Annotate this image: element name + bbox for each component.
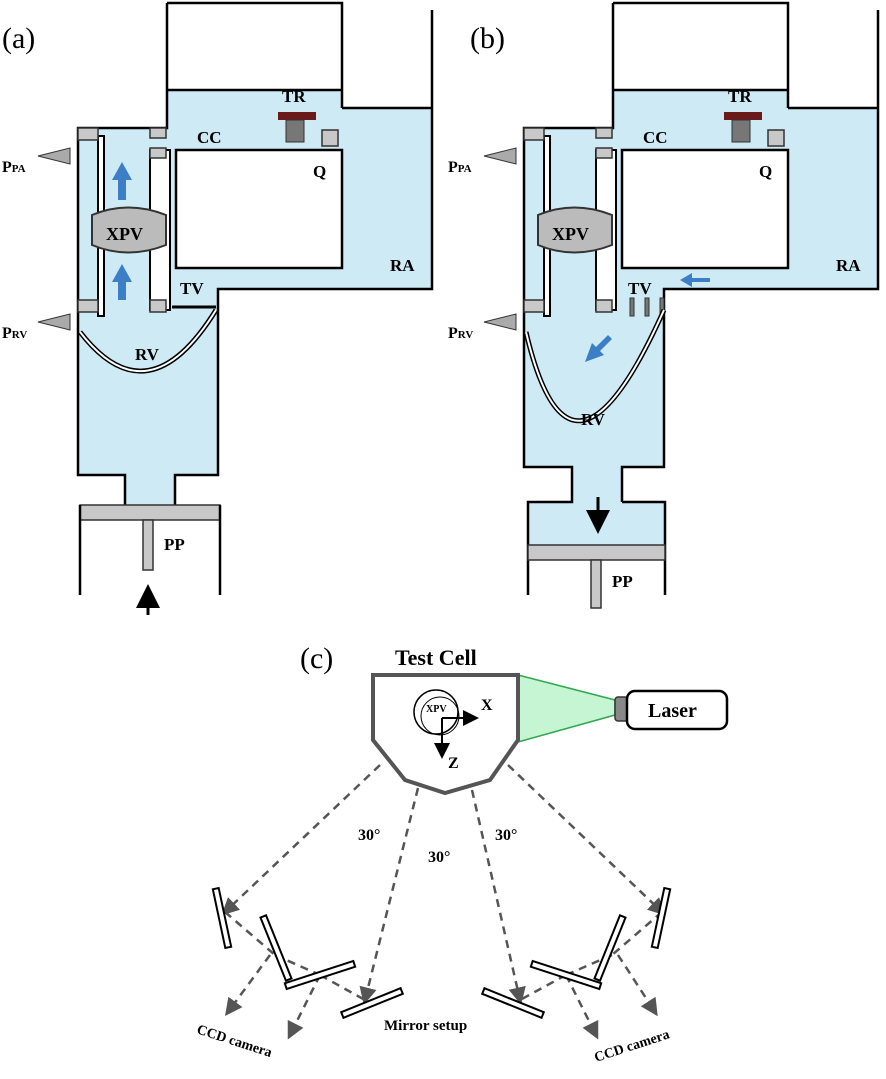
- lower-seat-a: [149, 299, 167, 313]
- label-tr-a: TR: [282, 87, 306, 106]
- flow-arrow-up-upper-a: [112, 162, 132, 200]
- q-seat-b: [767, 129, 785, 147]
- label-ppa-b: PPA: [448, 159, 472, 176]
- label-pp-a: PP: [164, 535, 185, 554]
- prv-seat-b: [523, 299, 545, 313]
- test-cell-title: Test Cell: [395, 645, 477, 670]
- label-angle-right: 30°: [495, 827, 517, 844]
- xpv-circle-outer: [413, 689, 459, 735]
- label-xpv-c: XPV: [426, 704, 447, 715]
- piston-walls-a: [78, 505, 222, 595]
- label-cc-a: CC: [197, 128, 222, 147]
- light-paths: [221, 764, 666, 1040]
- inner-block-a: [174, 148, 344, 270]
- label-q-b: Q: [759, 162, 772, 181]
- panel-a-label: (a): [2, 22, 35, 55]
- ppa-port-a: [37, 147, 71, 165]
- label-prv-b: PRV: [448, 325, 473, 342]
- label-tr-b: TR: [728, 87, 752, 106]
- flow-arrow-up-lower-a: [112, 264, 132, 300]
- mirror-left-outer: [211, 886, 233, 950]
- label-ccd-right: CCD camera: [593, 1027, 672, 1065]
- mirror-left-vertical: [259, 914, 293, 982]
- mirror-right-vertical: [593, 914, 627, 982]
- mirror-right-horizontal: [529, 959, 603, 991]
- panel-c-label: (c): [300, 642, 333, 675]
- outer-wall-b: [522, 1, 880, 595]
- mirror-left-bottom: [339, 986, 405, 1020]
- piston-plate-a: [79, 504, 221, 521]
- q-seat-a: [321, 129, 339, 147]
- label-mirror-setup: Mirror setup: [384, 1018, 467, 1034]
- label-xpv-a: XPV: [106, 224, 143, 244]
- flow-arrow-diag-b: [585, 335, 612, 362]
- label-ra-b: RA: [836, 256, 861, 275]
- xpv-valve-b: [537, 206, 613, 254]
- label-tv-b: TV: [628, 279, 652, 298]
- label-ppa-a: PPA: [2, 159, 26, 176]
- tr-knob-b: [724, 112, 762, 143]
- piston-rod-b: [590, 559, 602, 609]
- xpv-circle-inner: [420, 696, 460, 736]
- label-ccd-left: CCD camera: [195, 1023, 274, 1061]
- label-rv-b: RV: [581, 410, 606, 429]
- label-q-a: Q: [313, 162, 326, 181]
- laser-beam: [517, 674, 616, 743]
- label-laser: Laser: [648, 700, 697, 722]
- label-cc-b: CC: [643, 128, 668, 147]
- inner-block-b: [620, 148, 790, 270]
- upper-seat-a: [149, 147, 167, 159]
- tr-knob-a: [278, 112, 316, 143]
- label-axis-z: Z: [448, 755, 459, 772]
- mirror-left-horizontal: [283, 959, 357, 991]
- xpv-valve-a: [91, 206, 167, 254]
- prv-port-a: [37, 313, 71, 331]
- label-angle-left: 30°: [358, 827, 380, 844]
- lower-seat-b: [595, 299, 613, 313]
- ppa-seat-a: [77, 127, 99, 141]
- cc-seat-a: [149, 127, 167, 139]
- label-rv-a: RV: [135, 345, 160, 364]
- laser-box: [625, 689, 729, 731]
- prv-port-b: [483, 313, 517, 331]
- piston-rod-a: [142, 519, 154, 571]
- tv-leaflets-open-b: [629, 297, 665, 317]
- panel-a: (a): [2, 1, 434, 615]
- panel-b-label: (b): [470, 22, 505, 55]
- ppa-seat-b: [523, 127, 545, 141]
- mirror-right-bottom: [480, 986, 546, 1020]
- label-ra-a: RA: [390, 256, 415, 275]
- upper-seat-b: [595, 147, 613, 159]
- panel-c: (c) Test Cell XPV X Z Laser: [195, 642, 729, 1066]
- cc-seat-b: [595, 127, 613, 139]
- label-pp-b: PP: [612, 572, 633, 591]
- piston-plate-b: [527, 544, 666, 561]
- prv-seat-a: [77, 299, 99, 313]
- panel-b: (b) CC: [448, 1, 880, 609]
- label-angle-center: 30°: [428, 849, 450, 866]
- flow-arrow-left-b: [680, 273, 710, 287]
- label-prv-a: PRV: [2, 325, 27, 342]
- label-axis-x: X: [481, 697, 493, 714]
- ppa-port-b: [483, 147, 517, 165]
- label-tv-a: TV: [180, 279, 204, 298]
- label-xpv-b: XPV: [552, 224, 589, 244]
- mirror-right-outer: [650, 886, 672, 950]
